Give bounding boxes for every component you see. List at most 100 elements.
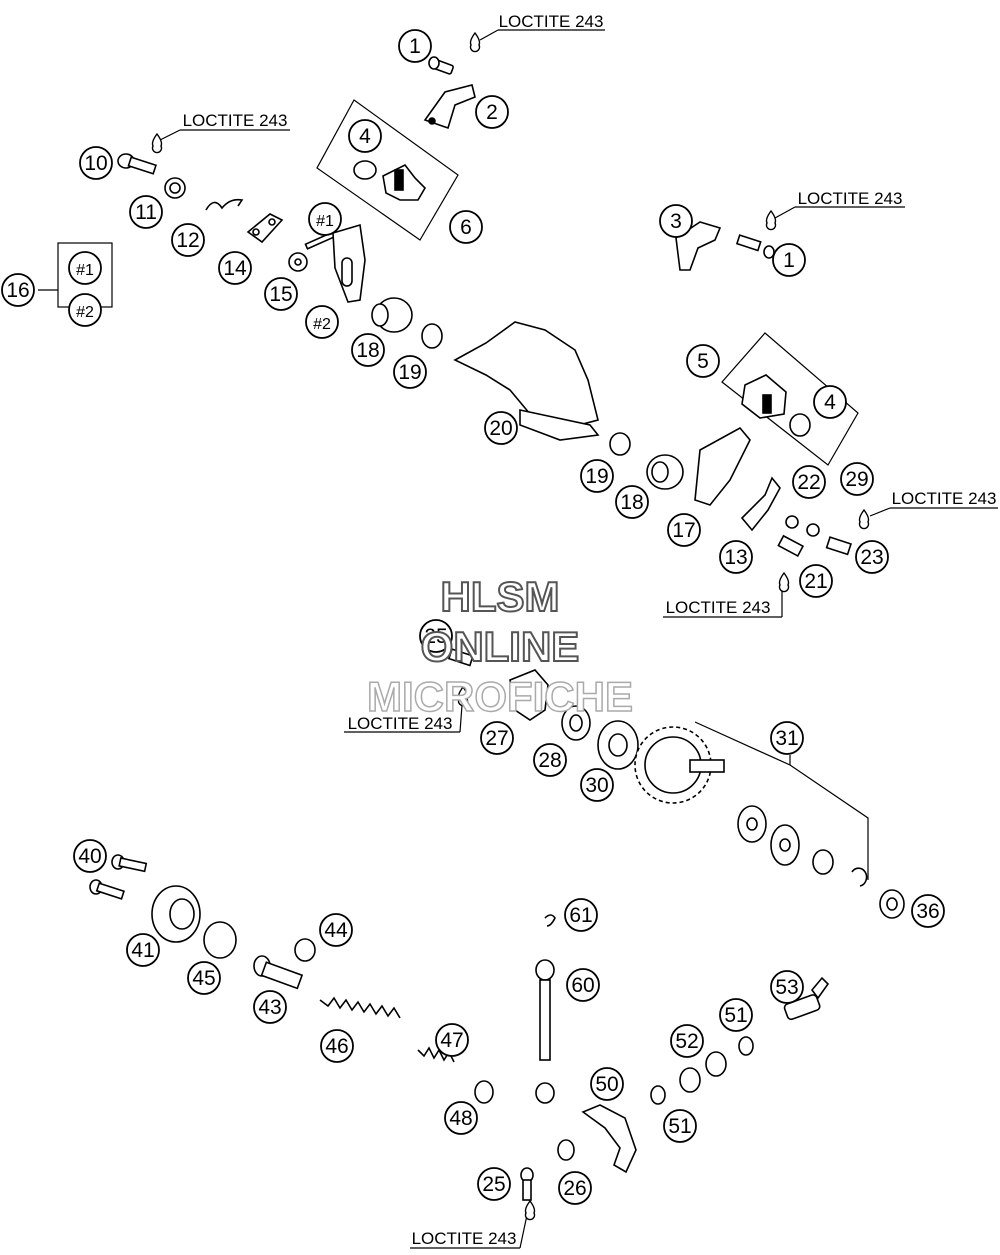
callout-13: 13	[719, 540, 753, 574]
o-ring-4-right	[789, 413, 811, 437]
washer-51a	[738, 1036, 754, 1056]
svg-text:1: 1	[783, 249, 795, 272]
svg-text:4: 4	[359, 125, 371, 148]
shaft-43	[253, 955, 304, 990]
svg-text:11: 11	[135, 201, 157, 224]
svg-text:31: 31	[775, 727, 798, 750]
callout-44: 44	[319, 913, 353, 947]
callout-43: 43	[253, 990, 287, 1024]
clip-61	[544, 914, 556, 927]
svg-text:16: 16	[6, 279, 29, 302]
callout-36: 36	[911, 894, 945, 928]
washer-22	[785, 515, 799, 529]
screw-21	[777, 534, 805, 558]
callout-51: 51	[663, 1109, 697, 1143]
o-ring-44	[294, 938, 316, 962]
svg-text:12: 12	[176, 229, 199, 252]
callouts: 124610111214#11516#1#2#21819315420191817…	[1, 29, 945, 1205]
shaft-20	[453, 321, 599, 431]
bracket-2	[423, 84, 476, 130]
washer-15	[288, 252, 308, 272]
callout-26: 26	[558, 1171, 592, 1205]
watermark-line-1: HLSM	[440, 573, 561, 620]
callout-5: 5	[686, 344, 720, 378]
callout-53: 53	[770, 970, 804, 1004]
svg-text:25: 25	[424, 625, 447, 648]
bushing-18-right	[646, 454, 684, 490]
svg-text:6: 6	[460, 216, 472, 239]
bearing-30	[597, 720, 639, 770]
callout-4: 4	[348, 119, 382, 153]
bushing-52a	[705, 1051, 727, 1077]
callout-14: 14	[218, 251, 252, 285]
loctite-drop-icon	[457, 685, 469, 707]
callout-18: 18	[615, 485, 649, 519]
rod-60	[535, 959, 555, 1104]
valve-5	[741, 374, 787, 419]
svg-text:28: 28	[538, 749, 561, 772]
svg-text:#1: #1	[316, 213, 334, 230]
loctite-drop-icon	[151, 132, 163, 154]
callout-45: 45	[187, 961, 221, 995]
callout-25: 25	[419, 619, 453, 653]
svg-text:26: 26	[563, 1177, 586, 1200]
washer-29	[806, 523, 820, 537]
svg-text:45: 45	[192, 967, 215, 990]
washer-31a	[737, 805, 767, 843]
svg-text:14: 14	[223, 257, 247, 280]
loctite-label: LOCTITE 243	[183, 111, 288, 130]
callout-19: 19	[393, 355, 427, 389]
loctite-label: LOCTITE 243	[348, 714, 453, 733]
svg-text:50: 50	[595, 1073, 618, 1096]
bushing-31c	[812, 849, 834, 875]
svg-text:30: 30	[585, 774, 608, 797]
svg-text:46: 46	[325, 1035, 348, 1058]
callout-hash-2: #2	[68, 293, 102, 327]
plate-14	[246, 213, 284, 244]
screw-40b	[89, 879, 125, 900]
gear-31	[634, 726, 725, 804]
cover-41	[151, 885, 201, 943]
svg-text:10: 10	[84, 152, 107, 175]
loctite-drop-icon	[778, 571, 790, 593]
bushing-11	[164, 177, 186, 199]
svg-text:2: 2	[486, 101, 498, 124]
washer-31b	[770, 824, 800, 866]
callout-23: 23	[855, 540, 889, 574]
svg-text:22: 22	[797, 471, 820, 494]
loctite-drop-icon	[524, 1199, 536, 1221]
washer-26	[557, 1139, 575, 1161]
svg-text:36: 36	[916, 900, 939, 923]
callout-4: 4	[813, 385, 847, 419]
o-ring-45	[203, 921, 237, 959]
callout-20: 20	[484, 411, 518, 445]
screw-1-top	[428, 56, 454, 75]
svg-text:40: 40	[78, 845, 101, 868]
impeller-27	[509, 669, 549, 721]
callout-6: 6	[449, 210, 483, 244]
svg-text:17: 17	[672, 519, 695, 542]
svg-text:1: 1	[409, 35, 421, 58]
loctite-label: LOCTITE 243	[666, 598, 771, 617]
svg-text:5: 5	[697, 350, 709, 373]
svg-text:18: 18	[356, 339, 379, 362]
callout-61: 61	[564, 898, 598, 932]
callout-1: 1	[772, 243, 806, 277]
callout-47: 47	[435, 1023, 469, 1057]
callout-17: 17	[667, 513, 701, 547]
loctite-label: LOCTITE 243	[892, 489, 997, 508]
callout-40: 40	[73, 839, 107, 873]
svg-text:41: 41	[131, 939, 154, 962]
washer-51b	[650, 1085, 666, 1105]
svg-text:19: 19	[585, 465, 608, 488]
callout-2: 2	[475, 95, 509, 129]
bearing-36	[879, 889, 905, 919]
callout-41: 41	[126, 933, 160, 967]
svg-text:51: 51	[724, 1004, 747, 1027]
svg-text:20: 20	[489, 417, 512, 440]
parts	[89, 56, 905, 1201]
callout-27: 27	[480, 721, 514, 755]
part-group-box-4-6	[316, 99, 459, 241]
bushing-52b	[679, 1067, 701, 1093]
